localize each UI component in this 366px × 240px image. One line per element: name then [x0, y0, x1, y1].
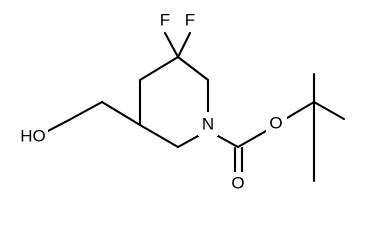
- carbonyl-oxygen-mask: [228, 172, 249, 194]
- fluorine-right-mask: [182, 10, 198, 30]
- bond-c2-c3: [176, 55, 210, 82]
- ester-oxygen-label: O: [269, 114, 282, 133]
- bond-n1-carbonyl-c: [216, 134, 240, 149]
- bond-quaternary-c-methyl-right: [312, 100, 346, 121]
- hydroxyl-label: HO: [20, 127, 46, 146]
- carbonyl-oxygen-label: O: [231, 174, 244, 193]
- bond-c5-c6: [138, 123, 180, 149]
- bond-c3-f-left: [163, 31, 180, 59]
- fluorine-left-label: F: [160, 11, 170, 30]
- nitrogen-mask: [198, 112, 218, 136]
- chemical-structure-diagram: F F N HO O O: [18, 10, 346, 194]
- fluorine-right-label: F: [185, 11, 195, 30]
- bond-side-ch2-oh: [44, 118, 71, 134]
- ester-oxygen-mask: [266, 112, 287, 134]
- bond-c6-n1: [176, 134, 200, 149]
- molecule-svg: F F N HO O O: [18, 10, 346, 194]
- bond-carbonyl-c-ester-o: [236, 129, 268, 149]
- bond-ester-o-quaternary-c: [285, 100, 316, 120]
- bond-c5-side-ch2: [100, 100, 142, 127]
- bond-c3-c4: [138, 55, 180, 82]
- bond-c3-f-right: [176, 31, 192, 59]
- hydroxyl-mask: [18, 125, 48, 147]
- fluorine-left-mask: [157, 10, 173, 30]
- ring-nitrogen-label: N: [202, 115, 214, 134]
- bond-side-ch2-ch2: [67, 100, 104, 122]
